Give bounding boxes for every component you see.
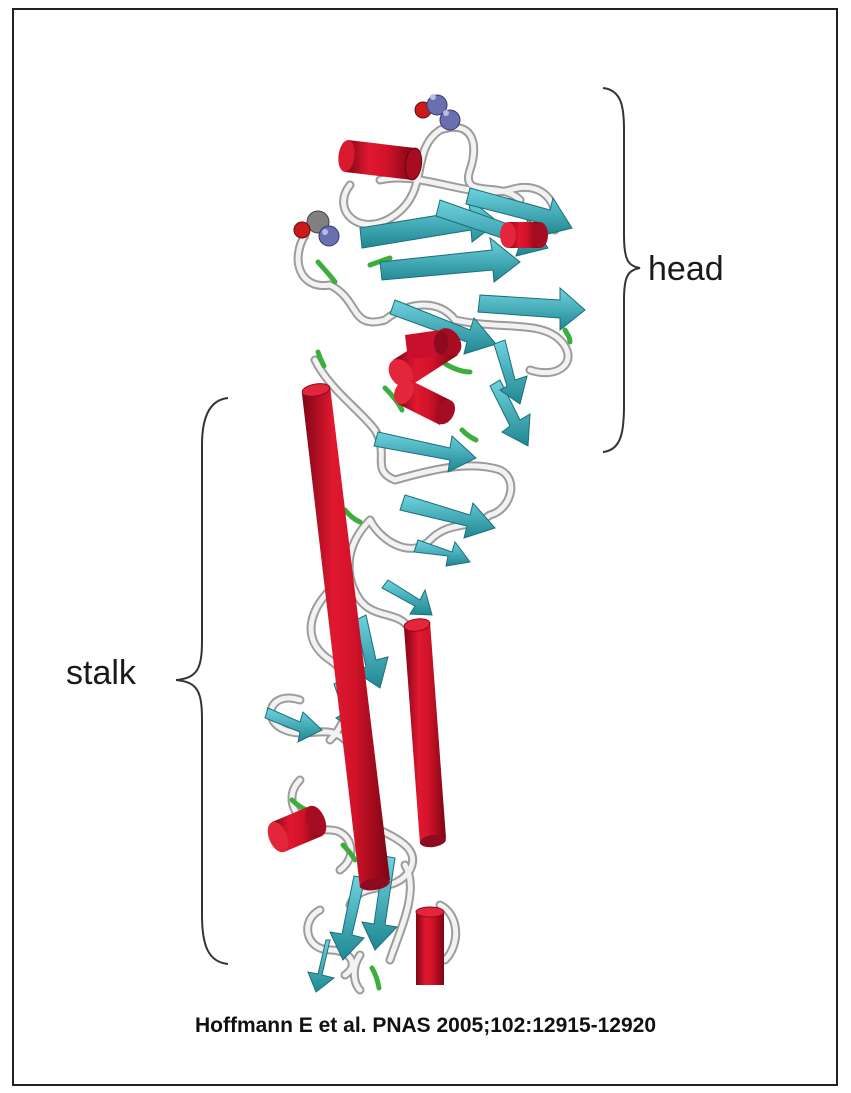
helix-stalk-second [403, 617, 446, 849]
brace-stalk [176, 398, 228, 964]
brace-head [603, 88, 640, 452]
helix-head-inner-2 [390, 376, 459, 427]
helix-bottom-stub [416, 907, 444, 985]
helix-top [337, 139, 424, 181]
helix-head-right [500, 222, 548, 248]
coil-backbone [271, 127, 568, 990]
head-label: head [648, 252, 724, 286]
stalk-label: stalk [66, 656, 136, 690]
ligand-atoms-top [415, 94, 460, 130]
citation-caption: Hoffmann E et al. PNAS 2005;102:12915-12… [0, 1014, 851, 1038]
